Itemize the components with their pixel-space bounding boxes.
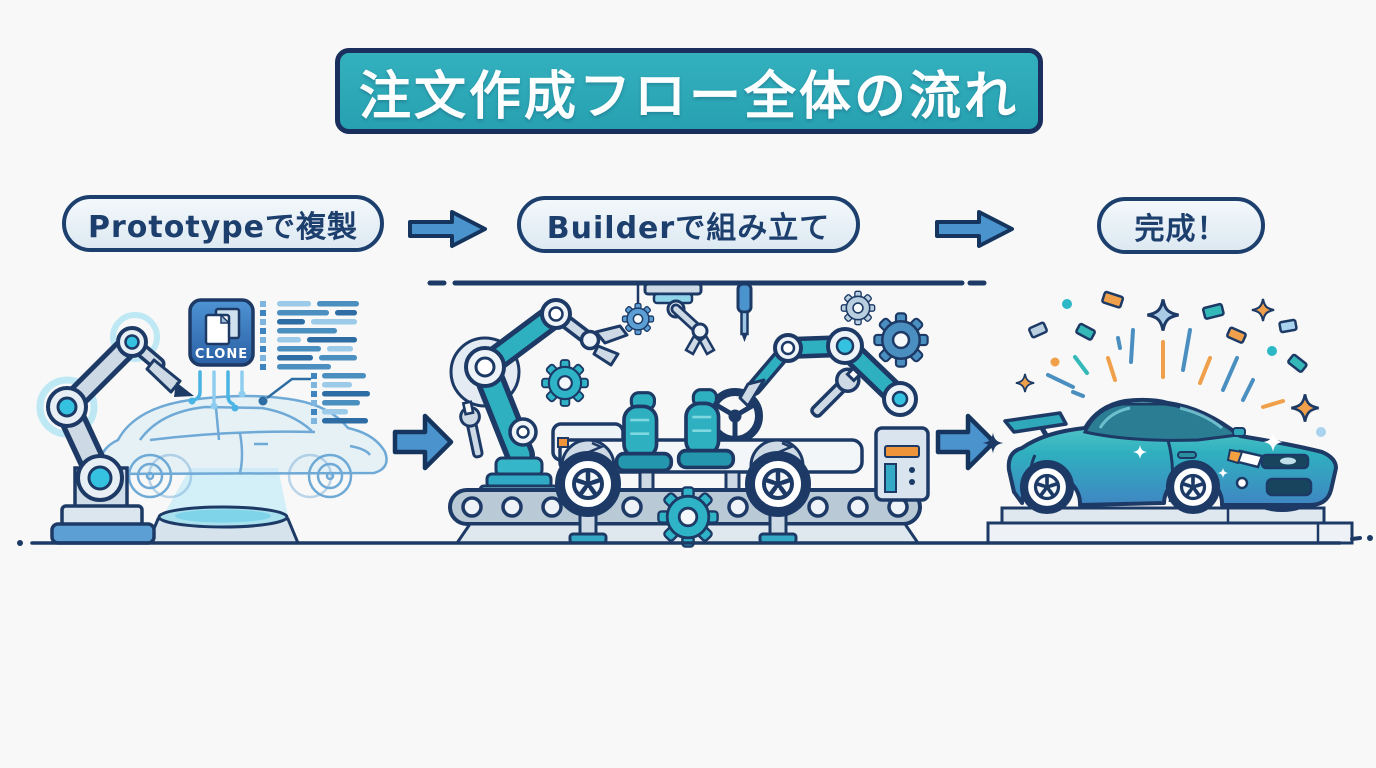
assembly-robot-arm-left: [449, 298, 629, 500]
gear-icon: [621, 302, 655, 336]
step-builder-label: Builderで組み立て: [546, 210, 831, 246]
step-prototype-label: Prototypeで複製: [87, 209, 359, 245]
wheel-icon: [560, 456, 616, 512]
display-platform: [986, 506, 1354, 545]
gear-icon: [840, 290, 876, 326]
step-complete-pill: 完成！: [1097, 197, 1265, 254]
car-door-handle: [1177, 451, 1197, 459]
page-title: 注文作成フロー全体の流れ: [358, 66, 1019, 127]
wheel-icon: [750, 456, 806, 512]
gear-icon: [873, 312, 929, 368]
car-spoiler: [1003, 411, 1068, 434]
prototype-scene: CLONE: [36, 298, 388, 545]
code-lines-callout: [258, 373, 370, 424]
title-banner: 注文作成フロー全体の流れ: [335, 48, 1043, 134]
wheel-icon: [1170, 464, 1216, 510]
finished-scene: [982, 290, 1354, 545]
wheel-icon: [1024, 464, 1070, 510]
hologram-platform-inner: [175, 509, 271, 523]
assembly-robot-arm-right: [738, 327, 918, 417]
flow-arrow-icon: [935, 210, 1014, 248]
car-seat: [614, 390, 674, 473]
finished-car: [1003, 397, 1338, 512]
step-builder-pill: Builderで組み立て: [517, 196, 860, 253]
gear-icon: [657, 485, 720, 548]
flow-arrow-icon: [392, 413, 454, 471]
hanging-robot-tool: [643, 282, 716, 356]
wireframe-car: [98, 394, 388, 499]
step-complete-label: 完成！: [1134, 211, 1228, 247]
hologram-beam: [163, 468, 288, 516]
circuit-traces: [188, 370, 246, 412]
sparkle-star-icon: [1015, 373, 1035, 393]
confetti-dot: [1267, 346, 1277, 356]
celebration-rays: [1046, 328, 1285, 409]
clone-robot-arm: [46, 326, 194, 545]
code-lines: [260, 301, 359, 370]
car-seat: [676, 387, 736, 470]
wrench-icon: [456, 399, 490, 461]
flow-arrow-icon: [935, 413, 997, 471]
car-badge: [1280, 457, 1296, 465]
confetti-dot: [1050, 357, 1060, 367]
screwdriver-icon: [736, 282, 753, 342]
glow-ring: [110, 312, 160, 362]
clone-badge: CLONE: [188, 298, 255, 367]
sparkle-star-icon: [1145, 297, 1181, 333]
car-turn-signal: [1226, 448, 1244, 465]
car-mirror: [1232, 427, 1246, 437]
assembly-flow-illustration: CLONE: [17, 280, 1373, 548]
step-prototype-pill: Prototypeで複製: [62, 195, 384, 252]
car-intake: [1265, 477, 1313, 497]
ground-line: [17, 535, 1373, 546]
builder-scene: [427, 280, 987, 548]
confetti-dot: [1316, 427, 1326, 437]
car-fog-light: [1235, 476, 1249, 490]
confetti: [1028, 290, 1308, 373]
control-column: [874, 426, 930, 502]
clone-badge-label: CLONE: [195, 347, 248, 362]
flow-arrow-icon: [408, 210, 487, 248]
gear-icon: [540, 358, 590, 408]
confetti-dot: [1062, 299, 1072, 309]
sparkle-star-icon: [1290, 393, 1320, 423]
sparkle-star-icon: [1250, 297, 1276, 323]
